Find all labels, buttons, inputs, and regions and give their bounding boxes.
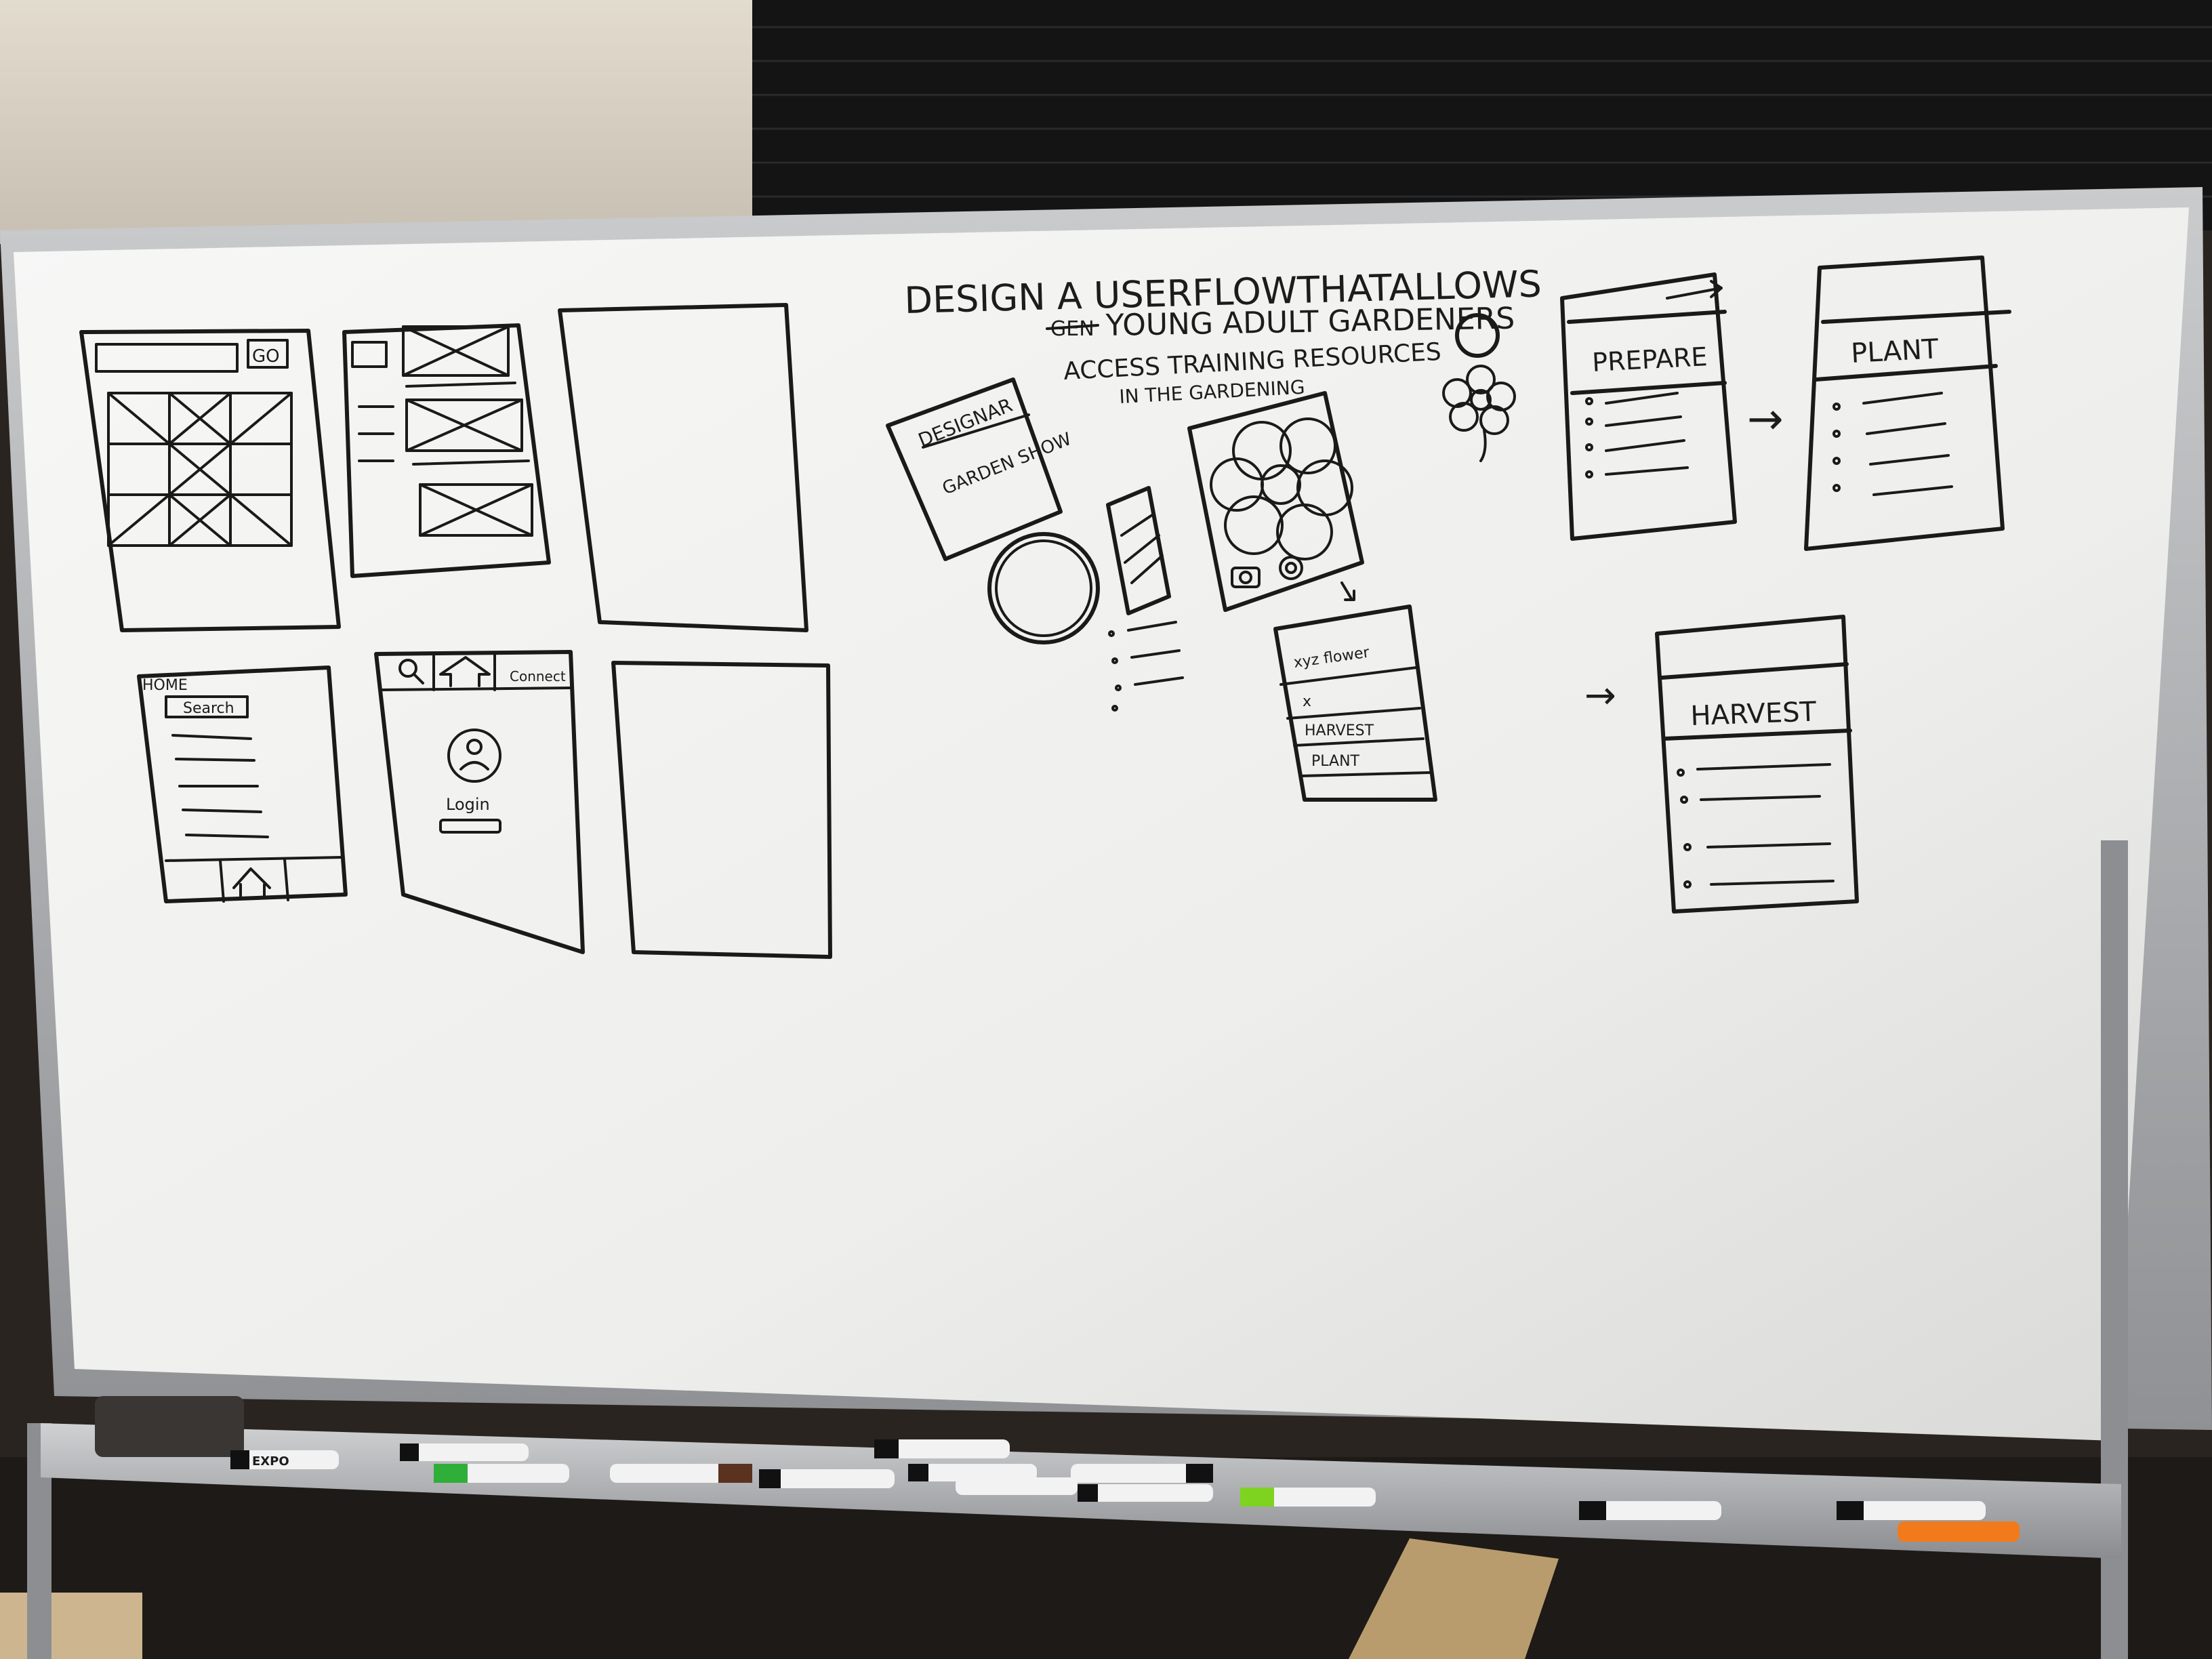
- wireframe-blank-1: [558, 303, 808, 632]
- marker: [908, 1464, 1037, 1481]
- flow-label-plant: PLANT: [1850, 333, 1940, 369]
- flow-label-harvest: HARVEST: [1690, 697, 1818, 732]
- marker: [400, 1443, 529, 1461]
- wireframe-image-grid: GO: [79, 329, 341, 632]
- list-item-2: x: [1303, 693, 1311, 710]
- marker: [759, 1469, 895, 1488]
- login-label: Login: [446, 795, 490, 814]
- sketch-camera-screen: [1187, 391, 1364, 612]
- marker: [434, 1464, 569, 1483]
- chair-left: [0, 1593, 142, 1659]
- marker: [1898, 1521, 2020, 1542]
- wireframe-list-images: [342, 323, 551, 578]
- marker: [230, 1450, 339, 1469]
- flow-screen-plant: PLANT: [1804, 255, 2011, 551]
- marker: [1837, 1501, 1986, 1520]
- wireframe-login: Connect Login: [374, 650, 585, 954]
- flow-screen-prepare: PREPARE: [1560, 272, 1737, 541]
- sketch-flower-icons: [1442, 313, 1516, 462]
- flow-screen-harvest: HARVEST: [1655, 615, 1859, 914]
- title-line-2: YOUNG ADULT GARDENERS: [1105, 301, 1515, 343]
- sketch-small-card: [1106, 486, 1184, 712]
- home-label: HOME: [142, 677, 188, 694]
- list-item-3: HARVEST: [1305, 722, 1374, 739]
- board-surface: [14, 207, 2189, 1441]
- search-label: Search: [183, 700, 234, 717]
- marker: [956, 1477, 1078, 1495]
- connect-label: Connect: [510, 668, 566, 684]
- go-button-label: GO: [252, 346, 280, 367]
- marker-set: [230, 1439, 2020, 1542]
- wall: [0, 0, 759, 244]
- list-item-4: PLANT: [1311, 753, 1360, 770]
- marker-brand-label: EXPO: [252, 1454, 289, 1469]
- chair-right: [1349, 1538, 1559, 1659]
- eraser: [95, 1396, 244, 1457]
- wireframe-home-search: HOME Search: [137, 665, 348, 903]
- marker: [1579, 1501, 1721, 1520]
- sketch-circle: [987, 532, 1100, 644]
- strike-through: [1046, 324, 1099, 330]
- marker: [1078, 1484, 1213, 1502]
- marker: [1240, 1488, 1376, 1507]
- marker: [610, 1464, 752, 1483]
- sketch-detail-list: xyz flower x HARVEST PLANT: [1273, 605, 1437, 802]
- wireframe-blank-2: [611, 661, 832, 959]
- marker: [1071, 1464, 1213, 1483]
- flow-arrow-1: →: [1747, 394, 1784, 445]
- flow-label-prepare: PREPARE: [1591, 342, 1708, 377]
- marker: [874, 1439, 1010, 1458]
- flow-arrow-2: →: [1584, 674, 1616, 718]
